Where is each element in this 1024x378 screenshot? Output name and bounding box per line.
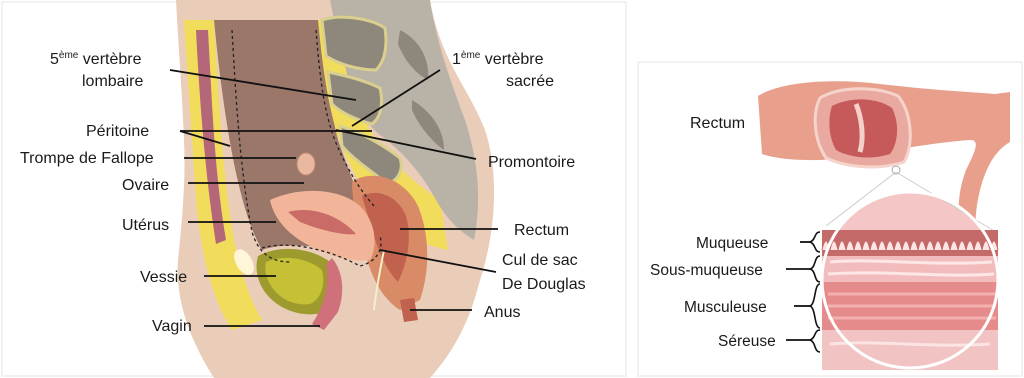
label-vagin: Vagin (152, 318, 192, 335)
label-ovaire: Ovaire (122, 177, 169, 194)
rectum-layers-illustration: Rectum Muqueuse Sous-muqueuse Musculeuse… (630, 0, 1024, 378)
label-5th-lumbar-line2: lombaire (82, 73, 143, 90)
label-sereuse: Séreuse (718, 333, 776, 350)
label-cul-de-sac-line1: Cul de sac (502, 252, 578, 269)
label-cul-de-sac-line2: De Douglas (502, 276, 586, 293)
label-musculeuse: Musculeuse (684, 299, 767, 316)
label-muqueuse: Muqueuse (696, 235, 768, 252)
label-1st-sacral-line2: sacrée (506, 73, 554, 90)
label-rectum-left: Rectum (514, 222, 569, 239)
label-vessie: Vessie (140, 269, 187, 286)
pelvis-illustration: 5ème vertèbre lombaire 1ème vertèbre sac… (0, 0, 628, 378)
rectal-wall-diagram: Rectum Muqueuse Sous-muqueuse Musculeuse… (630, 0, 1024, 378)
label-trompe-de-fallope: Trompe de Fallope (20, 150, 154, 167)
label-rectum-right: Rectum (690, 115, 745, 132)
label-peritoine: Péritoine (86, 123, 149, 140)
label-uterus: Utérus (122, 217, 169, 234)
label-promontoire: Promontoire (488, 154, 575, 171)
label-sous-muqueuse: Sous-muqueuse (650, 262, 763, 279)
label-anus: Anus (484, 304, 520, 321)
pelvis-sagittal-diagram: 5ème vertèbre lombaire 1ème vertèbre sac… (0, 0, 628, 378)
